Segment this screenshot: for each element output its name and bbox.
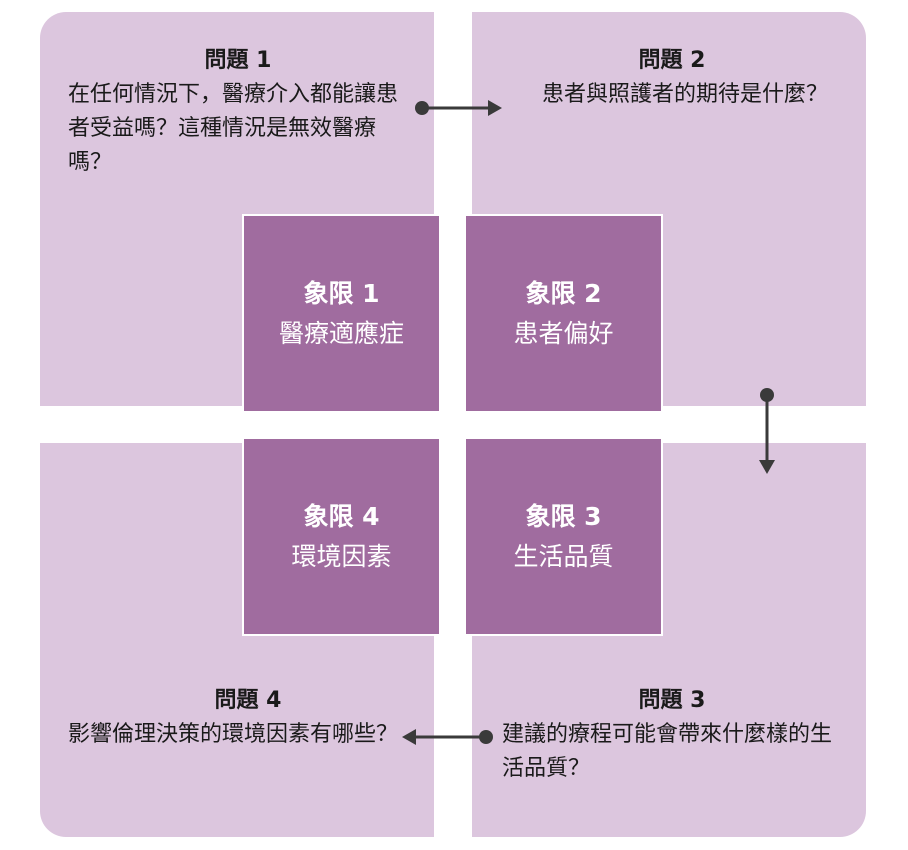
question-2-title: 問題 2: [638, 48, 706, 73]
quadrant-2: 象限 2 患者偏好: [464, 214, 663, 413]
question-2: 問題 2 患者與照護者的期待是什麼？: [542, 44, 842, 112]
quadrant-3-label: 象限 3: [525, 501, 602, 531]
quadrant-3: 象限 3 生活品質: [464, 437, 663, 636]
quadrant-4: 象限 4 環境因素: [242, 437, 441, 636]
question-2-text: 患者與照護者的期待是什麼？: [542, 82, 829, 107]
question-1: 問題 1 在任何情況下，醫療介入都能讓患者受益嗎？這種情況是無效醫療嗎？: [68, 44, 408, 180]
quadrant-4-name: 環境因素: [291, 541, 392, 571]
arrow-right-icon: [415, 100, 502, 116]
question-1-text: 在任何情況下，醫療介入都能讓患者受益嗎？這種情況是無效醫療嗎？: [68, 82, 399, 175]
question-3-title: 問題 3: [638, 688, 706, 713]
question-3: 問題 3 建議的療程可能會帶來什麼樣的生活品質？: [502, 684, 842, 786]
quadrant-2-name: 患者偏好: [513, 318, 614, 348]
question-4-text: 影響倫理決策的環境因素有哪些？: [68, 722, 399, 747]
quadrant-3-name: 生活品質: [513, 541, 614, 571]
quadrant-4-label: 象限 4: [303, 501, 380, 531]
question-4: 問題 4 影響倫理決策的環境因素有哪些？: [68, 684, 428, 752]
quadrant-1: 象限 1 醫療適應症: [242, 214, 441, 413]
question-3-text: 建議的療程可能會帶來什麼樣的生活品質？: [502, 722, 833, 781]
arrow-down-icon: [759, 388, 775, 474]
quadrant-2-label: 象限 2: [525, 278, 602, 308]
arrow-left-icon: [402, 729, 493, 745]
quadrant-1-name: 醫療適應症: [278, 318, 404, 348]
question-4-title: 問題 4: [214, 688, 282, 713]
quadrant-1-label: 象限 1: [303, 278, 380, 308]
question-1-title: 問題 1: [204, 48, 272, 73]
